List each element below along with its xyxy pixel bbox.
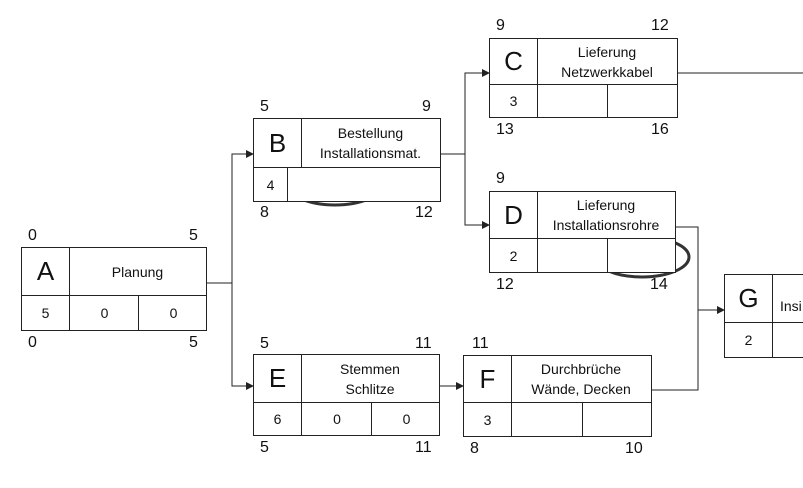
node-a-lf: 5 [189, 334, 198, 351]
node-e-float-total: 0 [301, 403, 372, 435]
node-e-title-line1: Stemmen [340, 360, 400, 377]
node-c: C Lieferung Netzwerkkabel 3 [489, 38, 678, 118]
node-f: F Durchbrüche Wände, Decken 3 [463, 355, 652, 437]
node-b-float [287, 168, 442, 201]
node-g-letter: G [725, 275, 773, 322]
node-e-lf: 11 [415, 439, 432, 456]
node-a-letter: A [22, 248, 70, 295]
edge-a-e [231, 283, 254, 390]
node-d-float-total [537, 239, 608, 272]
node-c-float-total [537, 85, 608, 117]
node-g-float-total [772, 323, 803, 357]
edge-d-g [676, 226, 725, 314]
node-f-duration: 3 [483, 411, 492, 428]
node-a-float-total: 0 [69, 296, 139, 330]
node-g-duration: 2 [744, 332, 753, 348]
node-c-duration: 3 [509, 93, 518, 109]
node-b-letter: B [254, 119, 302, 167]
node-a-ls: 0 [28, 334, 37, 351]
node-d-lf: 14 [650, 276, 668, 293]
node-g-title: Insi [780, 297, 802, 314]
node-d-letter: D [490, 192, 538, 238]
node-e-es: 5 [260, 335, 269, 352]
node-b-ef: 9 [422, 98, 431, 115]
node-c-lf: 16 [651, 121, 669, 138]
node-c-es: 9 [496, 17, 505, 34]
node-b-lf: 12 [415, 204, 433, 221]
node-d-title-line1: Lieferung [576, 197, 636, 213]
node-e-duration: 6 [273, 411, 282, 427]
node-d-es: 9 [496, 170, 505, 187]
node-b-title-line2: Installationsmat. [319, 145, 422, 161]
node-d-float-free [607, 239, 677, 272]
node-a: A Planung 5 0 0 [21, 247, 207, 331]
node-f-es: 11 [472, 335, 489, 352]
node-d-duration: 2 [509, 247, 518, 264]
node-c-ef: 12 [651, 17, 669, 34]
node-g: G Insi 2 [724, 274, 803, 358]
node-d-ls: 12 [496, 276, 514, 293]
node-b-ls: 8 [260, 204, 269, 221]
node-e-title-line2: Schlitze [345, 380, 395, 397]
edge-b-d [464, 154, 490, 229]
node-a-duration: 5 [41, 305, 50, 321]
node-e-ef: 11 [415, 335, 432, 352]
node-f-title-line2: Wände, Decken [531, 381, 631, 397]
node-e: E Stemmen Schlitze 6 0 0 [253, 354, 440, 436]
node-c-title-line1: Lieferung [577, 43, 637, 60]
edge-f-g [652, 310, 699, 391]
node-c-letter: C [490, 39, 538, 84]
node-f-letter: F [464, 356, 512, 402]
node-b-es: 5 [260, 98, 269, 115]
edge-a-b [207, 150, 254, 284]
node-a-es: 0 [28, 227, 37, 244]
node-b: B Bestellung Installationsmat. 4 [253, 118, 441, 202]
node-d-title-line2: Installationsrohre [552, 217, 660, 233]
edge-b-c [441, 69, 490, 155]
node-b-title-line1: Bestellung [337, 125, 404, 141]
node-f-lf: 10 [625, 440, 643, 457]
node-f-ls: 8 [470, 440, 479, 457]
node-f-float-total [511, 403, 583, 436]
node-f-title-line1: Durchbrüche [540, 361, 622, 377]
node-c-float-free [607, 85, 679, 117]
node-b-duration: 4 [266, 176, 275, 193]
node-c-ls: 13 [496, 121, 514, 138]
node-e-float-free: 0 [371, 403, 441, 435]
node-a-ef: 5 [189, 227, 198, 244]
node-e-letter: E [254, 355, 302, 402]
node-d: D Lieferung Installationsrohre 2 [489, 191, 676, 273]
node-e-ls: 5 [260, 439, 269, 456]
node-a-float-free: 0 [138, 296, 208, 330]
node-a-title: Planung [111, 263, 164, 280]
node-f-float-free [582, 403, 653, 436]
node-c-title-line2: Netzwerkkabel [561, 63, 653, 80]
